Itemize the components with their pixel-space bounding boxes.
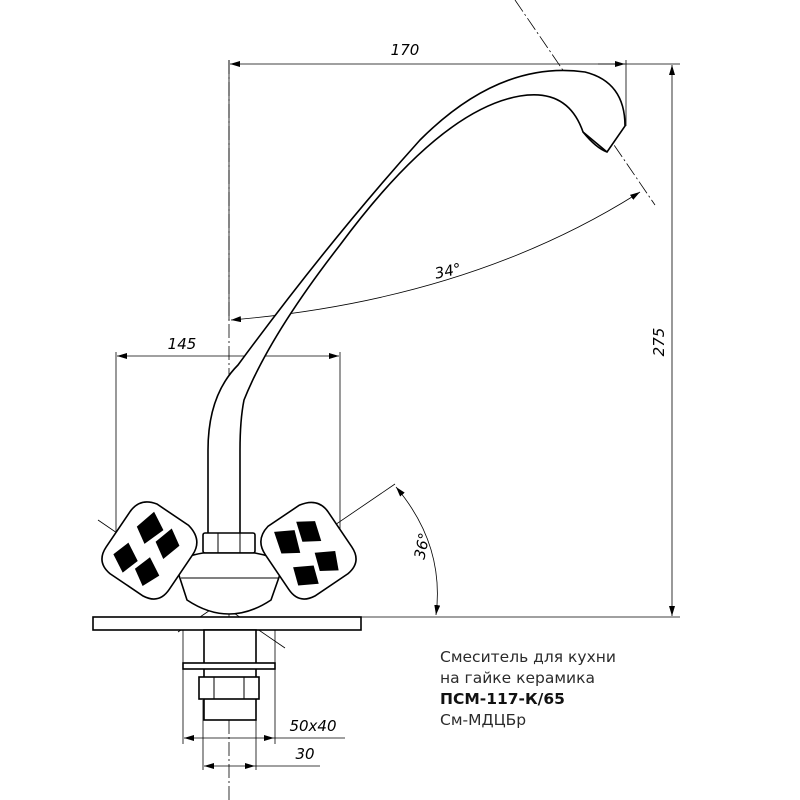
caption-line-2: на гайке керамика: [440, 669, 595, 687]
mixer-body: [174, 552, 285, 615]
dimension-labels: 170 145 275 34° 36° 50x40 30: [168, 41, 668, 763]
mounting-plate: [92, 616, 362, 631]
faucet-body: [92, 69, 626, 721]
dim-label-swivel-angle: 34°: [433, 260, 463, 283]
dimension-lines: [117, 61, 675, 769]
right-handle: [260, 501, 357, 600]
angle-arc-34: [230, 191, 641, 323]
angle-arc-36: [395, 486, 441, 616]
product-caption: Смеситель для кухни на гайке керамика ПС…: [440, 647, 616, 731]
caption-line-1: Смеситель для кухни: [440, 648, 616, 666]
dim-label-handle-angle: 36°: [411, 531, 434, 561]
dim-label-nut-size: 50x40: [289, 717, 336, 735]
dim-label-spout-reach: 170: [391, 41, 420, 59]
spout: [207, 69, 626, 535]
material-label: См-МДЦБр: [440, 711, 527, 729]
mounting-nut: [198, 676, 260, 700]
dim-label-height: 275: [650, 328, 668, 357]
shank: [203, 629, 257, 721]
dim-label-handle-span: 145: [168, 335, 197, 353]
spout-nut: [202, 532, 256, 554]
left-handle: [101, 501, 198, 600]
dim-label-shank-diameter: 30: [295, 745, 314, 763]
model-number: ПСМ-117-К/65: [440, 690, 565, 708]
